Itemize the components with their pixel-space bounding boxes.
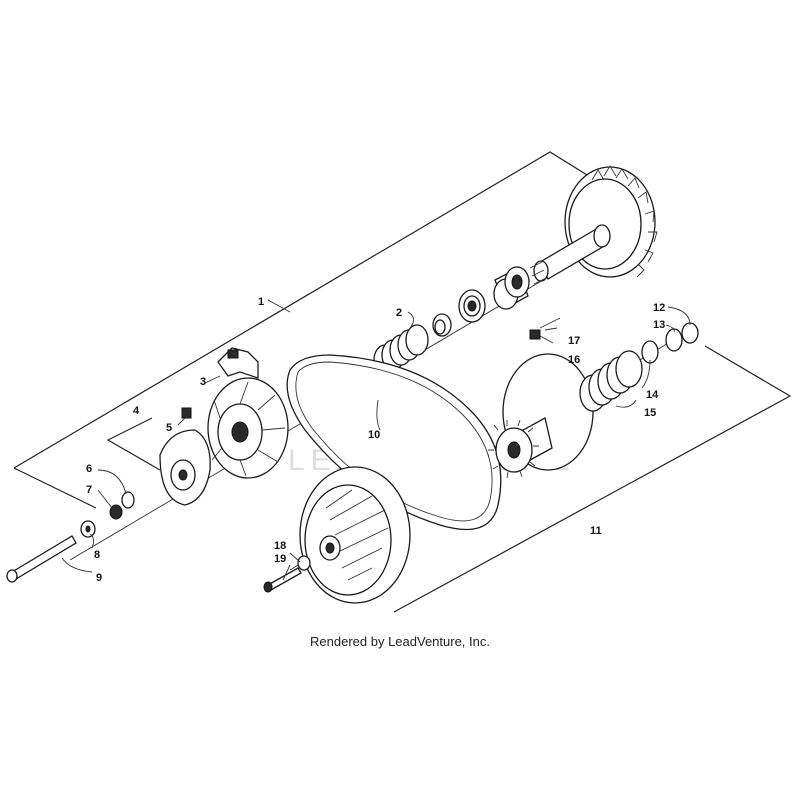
callout-5: 5 bbox=[166, 422, 172, 434]
washer-18 bbox=[297, 555, 311, 571]
callout-14: 14 bbox=[646, 389, 659, 401]
callout-10: 10 bbox=[368, 429, 380, 441]
callout-17: 17 bbox=[568, 335, 580, 347]
callout-15: 15 bbox=[644, 407, 656, 419]
callout-8: 8 bbox=[94, 549, 100, 561]
assembly-bracket-1 bbox=[13, 151, 601, 509]
washer-13 bbox=[665, 328, 683, 352]
bracket-4 bbox=[106, 417, 161, 471]
assembly-bracket-11 bbox=[393, 345, 792, 613]
bolt-19 bbox=[263, 567, 302, 593]
slider-block-5 bbox=[181, 407, 192, 419]
sprocket bbox=[488, 419, 539, 479]
driven-clutch-movable bbox=[488, 353, 594, 479]
callout-3: 3 bbox=[200, 376, 206, 388]
callout-7: 7 bbox=[86, 484, 92, 496]
callout-18: 18 bbox=[274, 540, 286, 552]
drive-belt-10 bbox=[286, 354, 502, 531]
bearing-medium bbox=[458, 289, 486, 323]
spring-15 bbox=[579, 350, 643, 412]
bolt-9 bbox=[6, 535, 77, 583]
bracket-part-3 bbox=[217, 347, 259, 379]
callout-19: 19 bbox=[274, 553, 286, 565]
part-16 bbox=[529, 329, 541, 340]
callout-1: 1 bbox=[258, 296, 264, 308]
callout-4: 4 bbox=[133, 405, 140, 417]
clip-12 bbox=[681, 322, 699, 344]
callout-labels: 1 2 3 4 5 6 7 8 9 10 11 12 13 14 15 16 1… bbox=[86, 296, 665, 584]
spider-cam-4 bbox=[159, 429, 211, 506]
ring-14 bbox=[641, 340, 659, 364]
drive-sheave-fixed bbox=[207, 377, 289, 479]
part-17-pin bbox=[539, 317, 561, 329]
driven-sheave-shaft bbox=[529, 165, 658, 285]
callout-2: 2 bbox=[396, 307, 402, 319]
callout-16: 16 bbox=[568, 354, 580, 366]
bearing-large bbox=[493, 266, 530, 310]
callout-11: 11 bbox=[590, 525, 602, 537]
footer-credit: Rendered by LeadVenture, Inc. bbox=[310, 634, 490, 649]
callout-9: 9 bbox=[96, 572, 102, 584]
callout-12: 12 bbox=[653, 302, 665, 314]
washer-6 bbox=[121, 491, 135, 509]
driven-sheave-large bbox=[299, 466, 411, 604]
callout-13: 13 bbox=[653, 319, 665, 331]
spacer-small bbox=[432, 313, 452, 337]
callout-6: 6 bbox=[86, 463, 92, 475]
leader-lines bbox=[61, 299, 691, 581]
nut-7 bbox=[109, 504, 123, 520]
